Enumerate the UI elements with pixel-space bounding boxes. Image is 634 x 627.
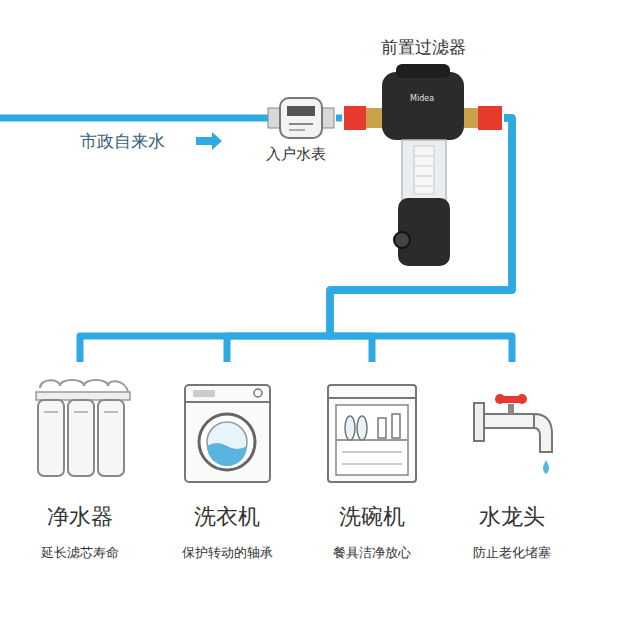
drawing-part xyxy=(414,156,434,157)
drawing-part xyxy=(345,416,355,440)
water-meter-node: 入户水表 xyxy=(256,95,336,164)
drawing-part xyxy=(357,416,367,440)
drawing-part xyxy=(392,414,400,438)
drawing-part xyxy=(289,123,313,125)
water-meter xyxy=(268,98,334,138)
drawing-part xyxy=(414,146,434,194)
drawing-part xyxy=(543,460,549,474)
drawing-part xyxy=(40,380,128,392)
drawing-part xyxy=(104,411,118,413)
appliance-node: 净水器延长滤芯寿命 xyxy=(10,362,150,562)
node-heading: 前置过滤器 xyxy=(342,36,504,59)
drawing-part xyxy=(396,64,450,78)
drawing-part xyxy=(342,451,402,453)
drawing-part xyxy=(382,72,464,140)
appliance-node: 洗碗机餐具洁净放心 xyxy=(302,362,442,562)
drawing-part xyxy=(474,403,484,441)
drawing-part xyxy=(534,414,552,452)
node-heading: 入户水表 xyxy=(256,95,336,164)
drawing-part xyxy=(414,186,434,187)
drawing-part xyxy=(254,389,262,397)
drawing-part xyxy=(74,411,88,413)
filter-node: 前置过滤器 xyxy=(342,36,504,272)
drawing-part xyxy=(36,392,130,400)
drawing-part xyxy=(0,115,272,122)
drawing-part xyxy=(478,106,502,130)
drawing-part xyxy=(508,404,514,414)
drawing-part xyxy=(366,108,382,128)
dishwasher xyxy=(328,385,416,482)
drawing-part xyxy=(484,414,534,428)
drawing-part xyxy=(344,106,366,130)
appliance-node: 洗衣机保护转动的轴承 xyxy=(157,362,297,562)
washing-machine xyxy=(185,385,270,482)
drawing-part xyxy=(193,390,215,397)
drawing-part xyxy=(185,401,270,403)
drawing-part xyxy=(280,98,322,138)
node-caption: 防止老化堵塞 xyxy=(442,544,582,562)
drawing-part xyxy=(287,106,315,116)
node-heading: 洗衣机 xyxy=(157,502,297,532)
drawing-part xyxy=(342,463,402,465)
drawing-part xyxy=(289,129,305,131)
pre-filter xyxy=(344,64,502,266)
drawing-part xyxy=(199,414,255,470)
source-label: 市政自来水 xyxy=(80,130,165,153)
node-heading: 洗碗机 xyxy=(302,502,442,532)
drawing-part xyxy=(185,385,270,482)
drawing-part xyxy=(196,132,222,150)
drawing-part xyxy=(378,418,386,438)
drawing-part xyxy=(207,443,247,466)
faucet xyxy=(474,394,552,474)
drawing-part xyxy=(495,394,505,404)
node-caption: 延长滤芯寿命 xyxy=(10,544,150,562)
water-pipe xyxy=(330,118,512,362)
node-heading: 水龙头 xyxy=(442,502,582,532)
node-caption: 餐具洁净放心 xyxy=(302,544,442,562)
drawing-part xyxy=(38,400,64,476)
drawing-part xyxy=(98,400,124,476)
node-heading: 净水器 xyxy=(10,502,150,532)
water-pipe xyxy=(330,118,512,362)
node-caption: 保护转动的轴承 xyxy=(157,544,297,562)
water-purifier xyxy=(36,380,130,476)
drawing-part xyxy=(336,439,408,441)
drawing-part xyxy=(517,394,527,404)
drawing-part xyxy=(44,411,58,413)
drawing-part xyxy=(68,400,94,476)
drawing-part xyxy=(402,140,446,200)
brand-logo: Midea xyxy=(410,94,434,103)
drawing-part xyxy=(336,405,408,475)
drawing-part xyxy=(464,108,478,128)
drawing-part xyxy=(414,166,434,167)
drawing-part xyxy=(394,232,410,248)
drawing-part xyxy=(328,385,416,482)
drawing-part xyxy=(328,397,416,399)
water-pipe xyxy=(336,115,342,122)
appliance-node: 水龙头防止老化堵塞 xyxy=(442,362,582,562)
drawing-part xyxy=(414,176,434,177)
